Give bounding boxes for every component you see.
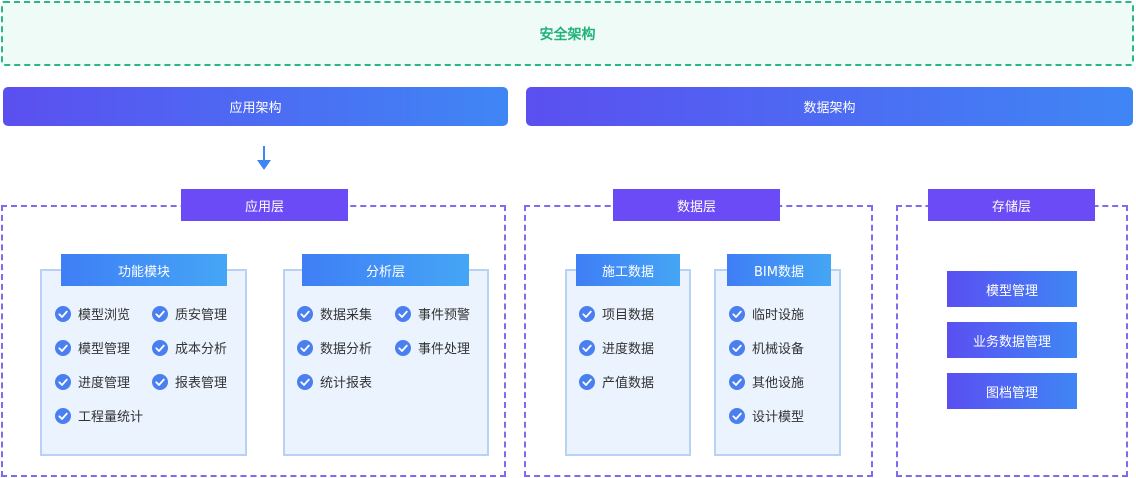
application-layer-tab: 应用层 xyxy=(181,189,348,221)
check-circle-icon xyxy=(729,339,745,356)
application-architecture-bar: 应用架构 xyxy=(3,87,508,126)
bim-data-panel xyxy=(714,269,841,456)
function-item-label: 报表管理 xyxy=(175,376,228,391)
function-item: 成本分析 xyxy=(152,338,227,357)
check-circle-icon xyxy=(152,339,168,356)
function-item-label: 质安管理 xyxy=(175,308,228,323)
check-circle-icon xyxy=(395,339,411,356)
storage-item-label: 业务数据管理 xyxy=(972,334,1051,350)
storage-item-business-data-management: 业务数据管理 xyxy=(947,322,1077,358)
arrow-down-icon xyxy=(257,146,271,170)
data-architecture-label: 数据架构 xyxy=(803,101,856,116)
storage-item-label: 模型管理 xyxy=(985,283,1038,299)
check-circle-icon xyxy=(729,305,745,322)
bim-data-title: BIM数据 xyxy=(754,264,804,280)
check-circle-icon xyxy=(297,373,313,390)
function-item: 报表管理 xyxy=(152,372,227,391)
analysis-layer-panel xyxy=(283,269,489,456)
analysis-item-label: 统计报表 xyxy=(320,376,373,391)
check-circle-icon xyxy=(152,305,168,322)
application-layer-label: 应用层 xyxy=(244,199,284,215)
analysis-item: 事件处理 xyxy=(395,338,470,357)
data-layer-tab: 数据层 xyxy=(613,189,780,221)
construction-data-title: 施工数据 xyxy=(601,264,654,280)
construction-data-item: 进度数据 xyxy=(579,338,654,357)
check-circle-icon xyxy=(55,305,71,322)
check-circle-icon xyxy=(579,339,595,356)
analysis-layer-title: 分析层 xyxy=(365,264,405,280)
construction-data-item: 项目数据 xyxy=(579,304,654,323)
check-circle-icon xyxy=(729,407,745,424)
function-item: 进度管理 xyxy=(55,372,130,391)
function-item: 工程量统计 xyxy=(55,406,143,425)
construction-data-item-label: 项目数据 xyxy=(602,308,655,323)
bim-data-item: 临时设施 xyxy=(729,304,804,323)
check-circle-icon xyxy=(579,373,595,390)
storage-layer-tab: 存储层 xyxy=(928,189,1095,221)
function-item-label: 进度管理 xyxy=(78,376,131,391)
analysis-item: 数据采集 xyxy=(297,304,372,323)
check-circle-icon xyxy=(55,339,71,356)
analysis-item-label: 数据分析 xyxy=(320,342,373,357)
construction-data-item: 产值数据 xyxy=(579,372,654,391)
function-item-label: 模型浏览 xyxy=(78,308,131,323)
function-module-panel xyxy=(40,269,247,456)
storage-item-model-management: 模型管理 xyxy=(947,271,1077,307)
bim-data-item-label: 其他设施 xyxy=(752,376,805,391)
construction-data-panel xyxy=(565,269,691,456)
bim-data-header: BIM数据 xyxy=(727,254,831,286)
security-architecture-band: 安全架构 xyxy=(1,1,1134,66)
data-architecture-bar: 数据架构 xyxy=(526,87,1133,126)
analysis-item: 统计报表 xyxy=(297,372,372,391)
storage-item-document-management: 图档管理 xyxy=(947,373,1077,409)
analysis-item: 数据分析 xyxy=(297,338,372,357)
bim-data-item-label: 机械设备 xyxy=(752,342,805,357)
function-item: 质安管理 xyxy=(152,304,227,323)
check-circle-icon xyxy=(579,305,595,322)
storage-layer-label: 存储层 xyxy=(991,199,1031,215)
check-circle-icon xyxy=(297,339,313,356)
bim-data-item: 设计模型 xyxy=(729,406,804,425)
function-item: 模型浏览 xyxy=(55,304,130,323)
function-module-header: 功能模块 xyxy=(61,254,227,286)
check-circle-icon xyxy=(297,305,313,322)
function-item-label: 成本分析 xyxy=(175,342,228,357)
check-circle-icon xyxy=(55,407,71,424)
bim-data-item: 其他设施 xyxy=(729,372,804,391)
construction-data-header: 施工数据 xyxy=(576,254,680,286)
analysis-item-label: 事件预警 xyxy=(418,308,471,323)
check-circle-icon xyxy=(729,373,745,390)
construction-data-item-label: 进度数据 xyxy=(602,342,655,357)
analysis-item: 事件预警 xyxy=(395,304,470,323)
security-architecture-label: 安全架构 xyxy=(539,26,596,43)
bim-data-item-label: 设计模型 xyxy=(752,410,805,425)
function-module-title: 功能模块 xyxy=(117,264,170,280)
function-item-label: 模型管理 xyxy=(78,342,131,357)
analysis-item-label: 事件处理 xyxy=(418,342,471,357)
data-layer-label: 数据层 xyxy=(676,199,716,215)
construction-data-item-label: 产值数据 xyxy=(602,376,655,391)
analysis-layer-header: 分析层 xyxy=(302,254,469,286)
function-item-label: 工程量统计 xyxy=(78,410,144,425)
analysis-item-label: 数据采集 xyxy=(320,308,373,323)
function-item: 模型管理 xyxy=(55,338,130,357)
check-circle-icon xyxy=(55,373,71,390)
application-architecture-label: 应用架构 xyxy=(229,101,282,116)
check-circle-icon xyxy=(152,373,168,390)
check-circle-icon xyxy=(395,305,411,322)
bim-data-item: 机械设备 xyxy=(729,338,804,357)
bim-data-item-label: 临时设施 xyxy=(752,308,805,323)
storage-item-label: 图档管理 xyxy=(985,385,1038,401)
